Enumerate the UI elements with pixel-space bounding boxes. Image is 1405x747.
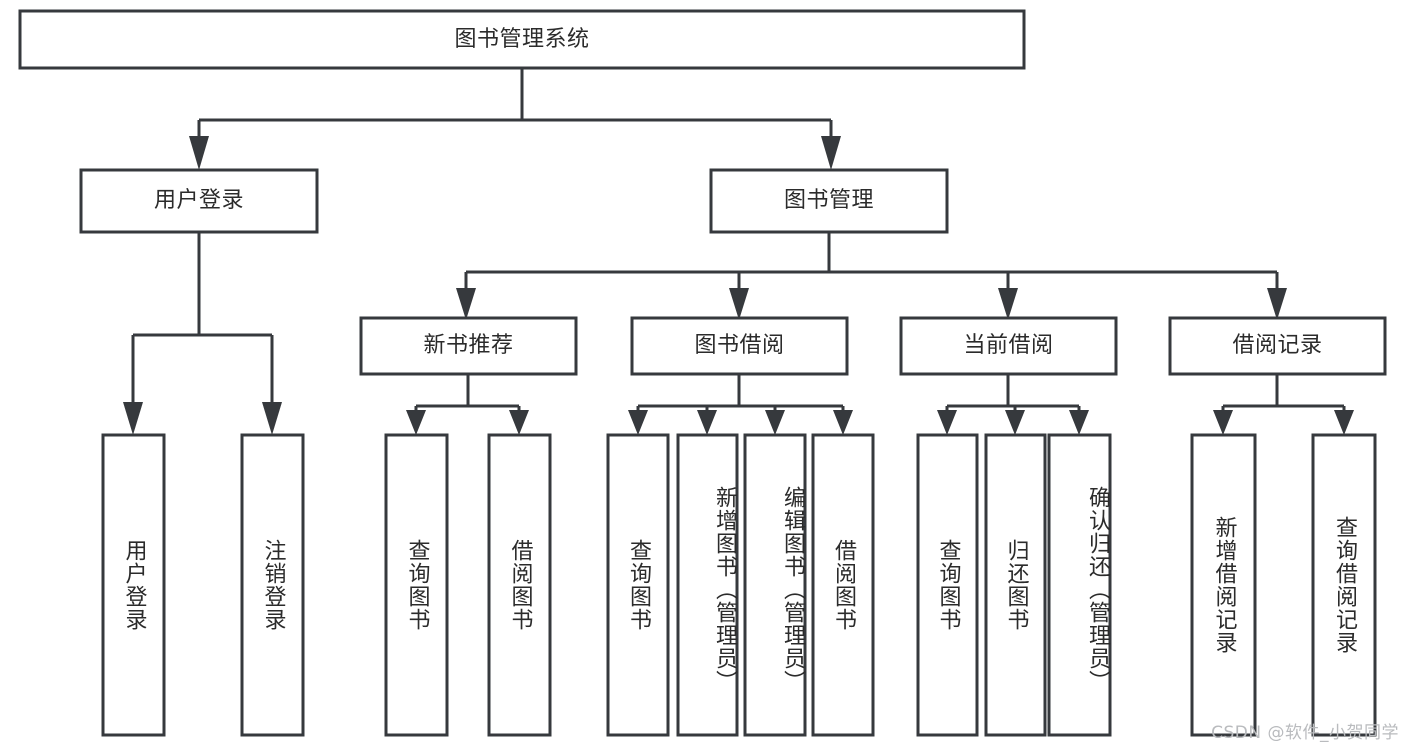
- node-leaf-borrow-book-2-box[interactable]: [811, 433, 875, 737]
- connector-new-book-recommend-to-leaves: [406, 374, 529, 435]
- node-leaf-add-book-box[interactable]: [676, 433, 739, 737]
- node-leaf-borrow-book-1-box[interactable]: [487, 433, 552, 737]
- node-leaf-query-book-2-box[interactable]: [606, 433, 670, 737]
- node-leaf-confirm-return-box[interactable]: [1047, 433, 1112, 737]
- connector-book-borrow-to-leaves: [628, 374, 853, 435]
- node-leaf-return-book-box[interactable]: [984, 433, 1047, 737]
- node-borrow-record-box[interactable]: [1168, 316, 1387, 376]
- node-new-book-recommend-box[interactable]: [359, 316, 578, 376]
- connector-borrow-record-to-leaves: [1213, 374, 1354, 435]
- node-leaf-edit-book-box[interactable]: [743, 433, 807, 737]
- node-root-box[interactable]: [18, 9, 1026, 70]
- node-book-management-box[interactable]: [709, 168, 949, 234]
- node-leaf-query-record-box[interactable]: [1311, 433, 1377, 737]
- node-user-login-box[interactable]: [79, 168, 319, 234]
- node-current-borrow-box[interactable]: [899, 316, 1118, 376]
- connector-root-to-level1: [189, 68, 841, 170]
- connector-user-login-to-leaves: [123, 232, 282, 435]
- node-leaf-add-record-box[interactable]: [1190, 433, 1257, 737]
- node-leaf-query-book-1-box[interactable]: [384, 433, 449, 737]
- node-book-borrow-box[interactable]: [630, 316, 849, 376]
- node-leaf-logout-login-box[interactable]: [240, 433, 305, 737]
- connector-current-borrow-to-leaves: [937, 374, 1089, 435]
- node-leaf-query-book-3-box[interactable]: [916, 433, 979, 737]
- connector-book-management-to-level2: [456, 232, 1287, 320]
- node-leaf-user-login-box[interactable]: [101, 433, 166, 737]
